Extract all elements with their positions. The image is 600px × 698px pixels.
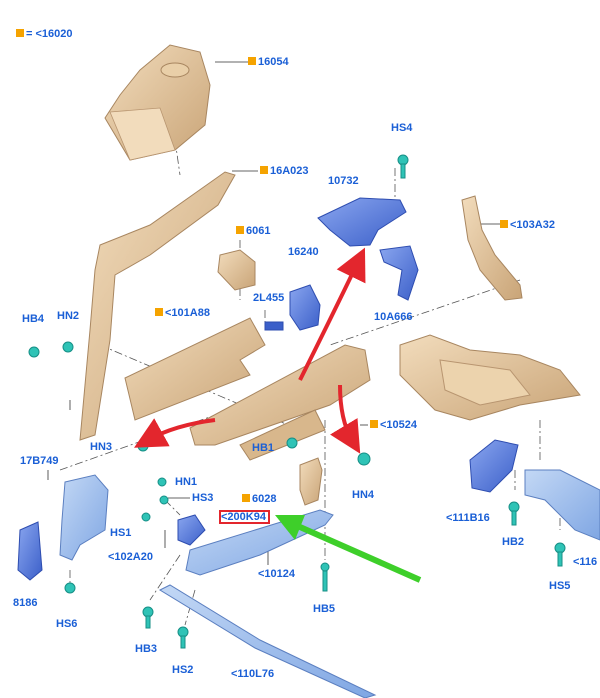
label-HB5: HB5: [313, 603, 336, 615]
label-103A32: <103A32: [500, 219, 555, 232]
label-111B16: <111B16: [446, 512, 490, 524]
part-6028: [299, 457, 323, 506]
marker-icon: [236, 226, 244, 234]
label-6061: 6061: [236, 225, 270, 238]
legend-marker-icon: [16, 29, 24, 37]
label-HS1: HS1: [110, 527, 132, 539]
label-HS5: HS5: [549, 580, 571, 592]
label-10524: <10524: [370, 419, 417, 432]
part-16A023: [79, 171, 236, 441]
label-110L76: <110L76: [231, 668, 275, 680]
label-16240: 16240: [288, 246, 319, 258]
label-2L455: 2L455: [253, 292, 285, 304]
legend: = <16020: [16, 28, 73, 40]
marker-icon: [155, 308, 163, 316]
label-10124: <10124: [258, 568, 296, 580]
part-right-apron: [399, 334, 581, 421]
label-HN2: HN2: [57, 310, 80, 322]
label-102A20: <102A20: [108, 551, 153, 563]
label-6028: 6028: [242, 493, 276, 506]
label-10732: 10732: [328, 175, 359, 187]
part-17B749: [59, 474, 109, 561]
red-motion-arrows: [134, 247, 366, 454]
part-116: [524, 469, 600, 541]
marker-icon: [500, 220, 508, 228]
part-8186: [17, 521, 43, 581]
part-2L455: [264, 321, 284, 331]
marker-icon: [260, 166, 268, 174]
label-HS2: HS2: [172, 664, 194, 676]
part-103A32: [461, 195, 523, 301]
label-HS6: HS6: [56, 618, 78, 630]
label-16A023: 16A023: [260, 165, 309, 178]
label-HN1: HN1: [175, 476, 198, 488]
part-102A20: [177, 514, 206, 546]
part-main-rail: [189, 344, 371, 461]
green-callout-arrow: [275, 515, 422, 583]
label-16054: 16054: [248, 56, 289, 69]
fasteners: [28, 154, 566, 649]
label-HS4: HS4: [391, 122, 413, 134]
part-6061: [217, 249, 256, 291]
part-111B16: [469, 439, 519, 493]
label-HN4: HN4: [352, 489, 375, 501]
label-116: <116: [573, 556, 598, 568]
label-HB1: HB1: [252, 442, 275, 454]
label-17B749: 17B749: [20, 455, 59, 467]
marker-icon: [242, 494, 250, 502]
part-110L76: [158, 584, 377, 698]
highlight-box-200K94: [219, 510, 270, 524]
label-HN3: HN3: [90, 441, 113, 453]
part-16054: [104, 44, 211, 161]
label-8186: 8186: [13, 597, 38, 609]
part-10732: [317, 197, 407, 247]
label-200K94: <200K94: [221, 511, 266, 523]
marker-icon: [248, 57, 256, 65]
label-10A666: 10A666: [374, 311, 413, 323]
label-HS3: HS3: [192, 492, 214, 504]
label-HB4: HB4: [22, 313, 45, 325]
legend-text: = <16020: [26, 28, 73, 40]
label-HB3: HB3: [135, 643, 158, 655]
label-HB2: HB2: [502, 536, 525, 548]
label-leaders: [47, 61, 500, 565]
part-10A666: [379, 245, 419, 301]
label-101A88: <101A88: [155, 307, 210, 320]
marker-icon: [370, 420, 378, 428]
part-16240: [289, 284, 321, 331]
